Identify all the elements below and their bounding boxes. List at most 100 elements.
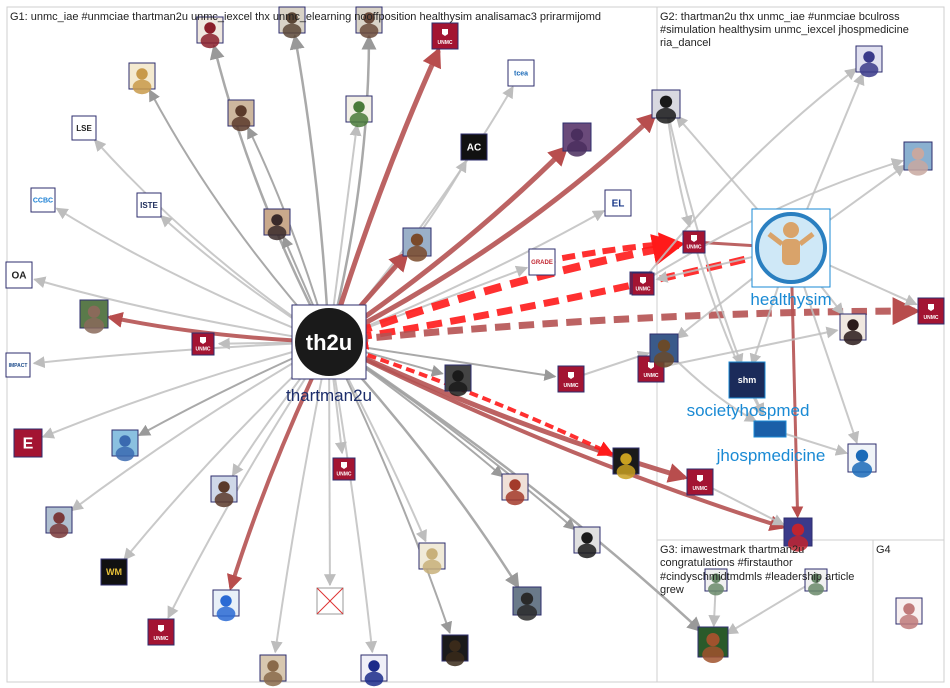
node-p_face1[interactable] <box>418 542 446 575</box>
node-layer: th2ushmUNMCUNMCUNMCUNMCUNMCUNMCUNMCUNMCU… <box>5 6 945 687</box>
node-nooff[interactable] <box>345 95 373 128</box>
unmc-logo-text: UNMC <box>636 287 651 293</box>
ac-logo-text: AC <box>467 143 481 154</box>
node-p_ohio[interactable] <box>783 517 813 552</box>
node-iste[interactable]: ISTE <box>136 192 162 218</box>
node-mug[interactable] <box>612 447 640 480</box>
node-p_l3[interactable] <box>210 475 238 508</box>
node-virus[interactable] <box>501 473 529 506</box>
node-jh_node[interactable] <box>847 443 877 478</box>
node-p_l1[interactable] <box>79 299 109 334</box>
node-el[interactable]: EL <box>604 189 632 217</box>
node-ccbc[interactable]: CCBC <box>30 187 56 213</box>
edge-hub-to-top3 <box>327 34 377 343</box>
iste-logo-text: ISTE <box>140 201 158 210</box>
oa-logo-text: OA <box>12 271 27 282</box>
node-p_w1[interactable] <box>227 99 255 132</box>
node-p_ria[interactable] <box>649 333 679 368</box>
edge-hub-to-p_g2top <box>327 112 658 345</box>
node-unmc_bot[interactable]: UNMC <box>686 468 714 496</box>
node-e[interactable]: E <box>13 428 43 458</box>
hub-logo-text: th2u <box>306 330 352 355</box>
node-unmc_bl[interactable]: UNMC <box>147 618 175 646</box>
edge-hub-to-e <box>41 341 330 439</box>
node-p_w2[interactable] <box>263 208 291 241</box>
node-p_a[interactable] <box>128 62 156 95</box>
el-logo-text: EL <box>612 199 625 210</box>
node-beard[interactable] <box>444 364 472 397</box>
node-broken[interactable] <box>316 587 344 615</box>
node-p_r1[interactable] <box>573 526 601 559</box>
edge-healthysim-to-hub <box>339 244 792 350</box>
node-unmc_l[interactable]: UNMC <box>191 332 215 356</box>
node-unmc_rt[interactable]: UNMC <box>631 272 655 296</box>
node-p_g2top[interactable] <box>651 89 681 124</box>
node-jhospmedicine[interactable] <box>753 420 787 438</box>
edge-grade-to-unmc_g2a <box>541 232 683 265</box>
unmc-logo-text: UNMC <box>687 245 702 251</box>
node-p_g3b[interactable] <box>804 568 828 596</box>
group-label-g4: G4 <box>876 544 891 556</box>
group-label-g2-line2: #simulation healthysim unmc_iexcel jhosp… <box>660 24 909 36</box>
node-p_g3[interactable] <box>697 626 729 663</box>
node-impact[interactable]: IMPACT <box>5 352 31 378</box>
node-p_b1[interactable] <box>259 654 287 687</box>
edge-hub-to-unmc_g2a <box>327 234 685 346</box>
unmc-logo-text: UNMC <box>337 472 352 478</box>
edge-p_g3b-to-p_g3 <box>725 579 817 635</box>
group-box-g4 <box>872 539 945 683</box>
healthysim-label: healthysim <box>750 290 831 309</box>
node-wm[interactable]: WM <box>100 558 128 586</box>
impact-logo-text: IMPACT <box>9 363 28 369</box>
node-p_b2[interactable] <box>441 634 469 667</box>
node-p_icon[interactable] <box>855 45 883 78</box>
node-unmc_rr[interactable]: UNMC <box>917 297 945 325</box>
node-top1[interactable] <box>196 16 224 49</box>
node-healthysim[interactable] <box>751 208 831 288</box>
node-p_blue[interactable] <box>212 589 240 622</box>
node-p_g3a[interactable] <box>704 568 728 596</box>
node-p_asian[interactable] <box>839 313 867 346</box>
node-hub-thartman2u[interactable]: th2u <box>291 304 367 380</box>
node-societyhospmed[interactable]: shm <box>728 361 766 399</box>
tcea-logo-text: tcea <box>514 70 528 77</box>
e-logo-text: E <box>23 436 34 453</box>
node-top2[interactable] <box>278 6 306 39</box>
group-label-g3-line3: #cindyschmidtmdmls #leadership article <box>660 571 854 583</box>
node-unmc_g2a[interactable]: UNMC <box>682 230 706 254</box>
node-p_g4[interactable] <box>895 597 923 630</box>
node-p_l4[interactable] <box>45 506 73 539</box>
edge-hub-to-p_b2 <box>328 341 452 635</box>
node-p_old[interactable] <box>903 141 933 176</box>
ccbc-logo-text: CCBC <box>33 197 53 204</box>
node-p_l2[interactable] <box>111 429 139 462</box>
unmc-logo-text: UNMC <box>693 486 708 492</box>
edge-hub-to-impact <box>32 341 330 369</box>
node-unmc_c[interactable]: UNMC <box>332 457 356 481</box>
edge-hub-to-top1 <box>209 44 331 343</box>
node-oa[interactable]: OA <box>5 261 33 289</box>
node-tcea[interactable]: tcea <box>507 59 535 87</box>
node-lse[interactable]: LSE <box>71 115 97 141</box>
node-grade[interactable]: GRADE <box>528 248 556 276</box>
edge-hub-to-oa <box>33 276 330 343</box>
group-label-g1: G1: unmc_iae #unmciae thartman2u unmc_ie… <box>10 11 601 23</box>
node-wmv[interactable] <box>360 654 388 687</box>
group-label-g3-line4: grew <box>660 584 684 596</box>
node-unmc_top[interactable]: UNMC <box>431 22 459 50</box>
node-ac[interactable]: AC <box>460 133 488 161</box>
unmc-logo-text: UNMC <box>564 383 579 389</box>
node-typew[interactable] <box>512 586 542 621</box>
node-p_w3[interactable] <box>402 227 432 262</box>
edge-unmc_g2b-to-p_icon <box>640 67 858 284</box>
edge-hub-to-wmv <box>328 341 378 654</box>
group-label-g2-line3: ria_dancel <box>660 37 711 49</box>
edge-hub-to-p_b1 <box>270 341 330 654</box>
group-label-g3-line2: congratulations #firstauthor <box>660 557 793 569</box>
unmc-logo-text: UNMC <box>924 315 939 321</box>
unmc-logo-text: UNMC <box>196 347 211 353</box>
node-p_glass[interactable] <box>562 122 592 157</box>
node-top3[interactable] <box>355 6 383 39</box>
node-unmc_mid1[interactable]: UNMC <box>557 365 585 393</box>
